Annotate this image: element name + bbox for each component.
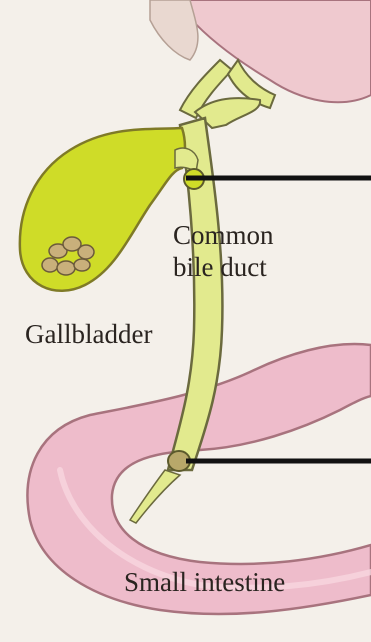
label-common-bile-duct-line1: Common (173, 219, 274, 251)
gallstone (78, 245, 94, 259)
label-common-bile-duct-line2: bile duct (173, 251, 274, 283)
gallstone (74, 259, 90, 271)
gallstone (42, 258, 58, 272)
label-small-intestine: Small intestine (124, 566, 285, 598)
gallstone (57, 261, 75, 275)
label-gallbladder: Gallbladder (25, 318, 152, 350)
label-common-bile-duct: Common bile duct (173, 219, 274, 283)
